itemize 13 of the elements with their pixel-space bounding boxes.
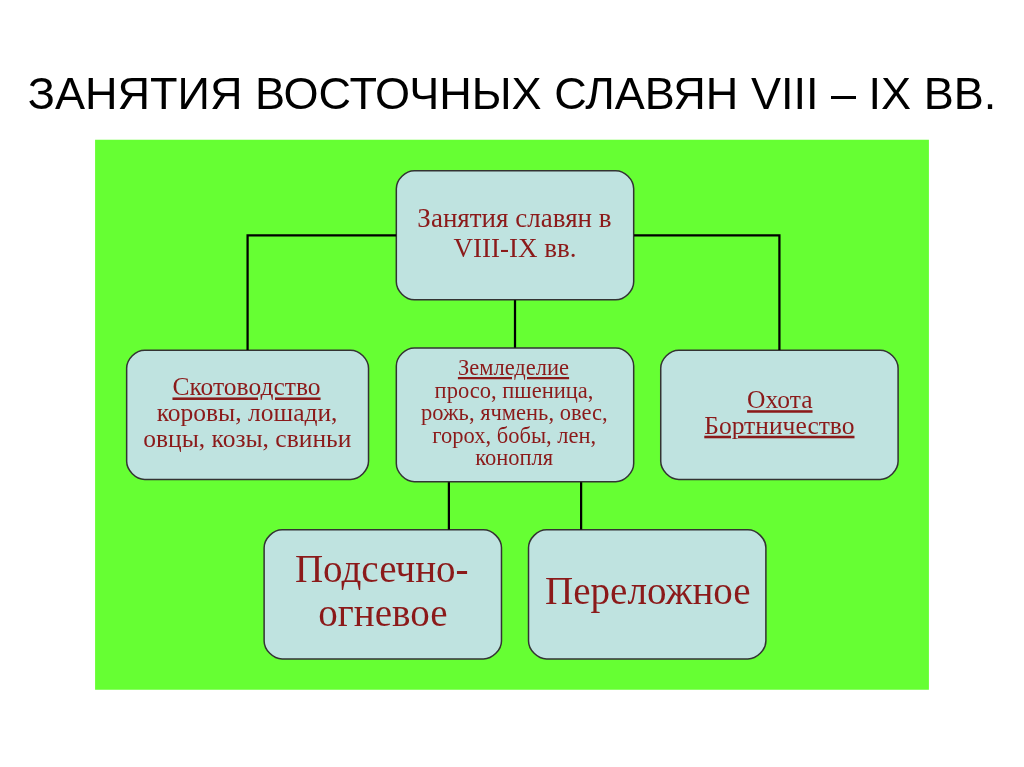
connector [513, 299, 517, 348]
node-box: Переложное [527, 528, 767, 660]
connector [634, 233, 781, 350]
connector [580, 481, 583, 530]
cluster [95, 139, 929, 690]
connector [447, 481, 451, 530]
connector [246, 233, 397, 350]
node-box: Охота Бортничество [660, 348, 899, 480]
diagram-title: ЗАНЯТИЯ ВОСТОЧНЫХ СЛАВЯН VIII – IX ВВ. [27, 67, 997, 119]
node-box: Занятия славян в VIII-IX вв. [395, 169, 635, 301]
node-box: Скотоводство коровы, лошади, овцы, козы, свиньи [125, 348, 370, 480]
node-box: Подсечно- огневое [263, 528, 503, 660]
node-box: Земледелие просо, пшеница, рожь, ячмень, овес, горох, бобы, лен, конопля [395, 346, 635, 482]
